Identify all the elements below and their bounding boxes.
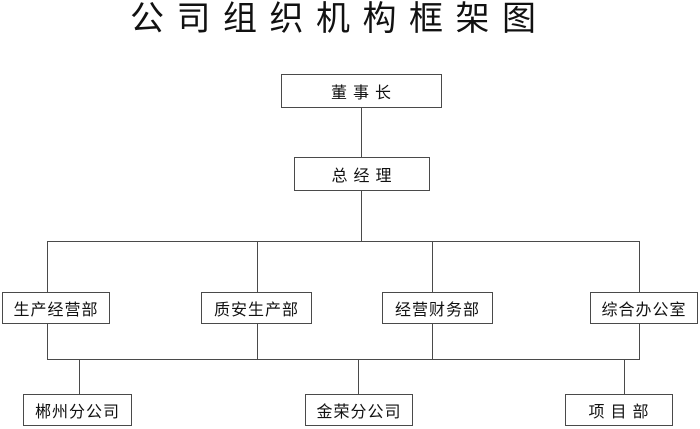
node-general-manager: 总 经 理: [294, 157, 430, 191]
node-dept-quality-safety-production: 质安生产部: [201, 292, 312, 324]
connector-bus2-to-branch1: [79, 359, 80, 394]
node-branch-jinrong: 金荣分公司: [305, 394, 413, 426]
connector-chairman-to-gm: [361, 108, 362, 157]
node-dept-operations-finance: 经营财务部: [382, 292, 493, 324]
connector-bus2-to-branch3: [624, 359, 625, 394]
node-branch-chenzhou: 郴州分公司: [23, 394, 132, 426]
connector-bus-departments: [47, 241, 640, 242]
chart-title: 公 司 组 织 机 构 框 架 图: [130, 1, 538, 38]
connector-bus-to-dept2: [257, 241, 258, 292]
node-chairman: 董 事 长: [281, 74, 442, 108]
node-dept-general-office: 综合办公室: [590, 292, 698, 324]
connector-gm-to-bus: [361, 191, 362, 241]
connector-dept3-to-bus2: [432, 324, 433, 360]
connector-dept2-to-bus2: [257, 324, 258, 360]
connector-bus2-to-branch2: [358, 359, 359, 394]
node-dept-production-operations: 生产经营部: [2, 292, 110, 324]
connector-bus-to-dept3: [432, 241, 433, 292]
connector-dept1-to-bus2: [47, 324, 48, 360]
node-dept-project: 项 目 部: [565, 394, 673, 426]
connector-bus-branches: [47, 359, 640, 360]
connector-dept4-to-bus2: [639, 324, 640, 360]
connector-bus-to-dept4: [639, 241, 640, 292]
connector-bus-to-dept1: [47, 241, 48, 292]
